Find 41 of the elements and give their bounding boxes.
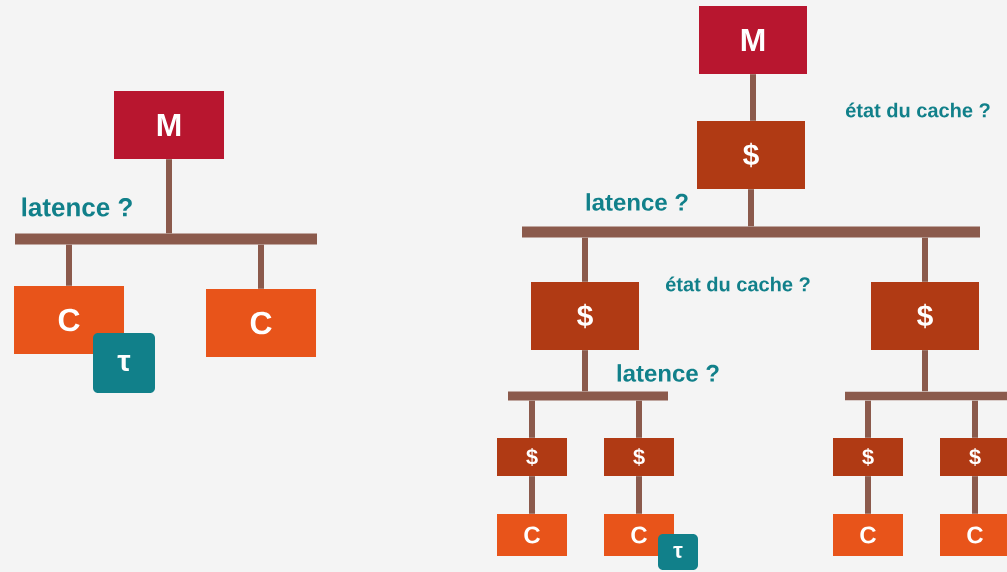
cache-box: $ <box>871 282 979 350</box>
connector-line <box>166 159 172 234</box>
connector-line <box>529 476 535 514</box>
tau-badge: τ <box>93 333 155 393</box>
cache-box: $ <box>497 438 567 476</box>
connector-line <box>582 350 588 392</box>
connector-line <box>582 237 588 282</box>
memory-box: M <box>699 6 807 74</box>
connector-line <box>865 400 871 438</box>
connector-line <box>750 74 756 121</box>
connector-line <box>972 476 978 514</box>
connector-line <box>636 476 642 514</box>
core-box: C <box>833 514 903 556</box>
question-label: latence ? <box>586 193 688 211</box>
core-box: C <box>497 514 567 556</box>
question-label: latence ? <box>22 197 132 217</box>
connector-line <box>258 244 264 289</box>
bus-bar <box>845 391 1007 401</box>
bus-bar <box>508 391 668 401</box>
core-box: C <box>206 289 316 357</box>
connector-line <box>865 476 871 514</box>
connector-line <box>529 400 535 438</box>
question-label: latence ? <box>617 364 719 382</box>
cache-box: $ <box>531 282 639 350</box>
connector-line <box>972 400 978 438</box>
bus-bar <box>522 226 980 238</box>
cache-box: $ <box>833 438 903 476</box>
connector-line <box>66 244 72 286</box>
cache-box: $ <box>697 121 805 189</box>
cache-box: $ <box>940 438 1007 476</box>
question-label: état du cache ? <box>846 102 990 118</box>
connector-line <box>922 237 928 282</box>
cache-box: $ <box>604 438 674 476</box>
bus-bar <box>15 233 317 245</box>
connector-line <box>636 400 642 438</box>
memory-box: M <box>114 91 224 159</box>
connector-line <box>922 350 928 392</box>
tau-badge: τ <box>658 534 698 570</box>
connector-line <box>748 189 754 227</box>
question-label: état du cache ? <box>666 276 810 292</box>
core-box: C <box>940 514 1007 556</box>
